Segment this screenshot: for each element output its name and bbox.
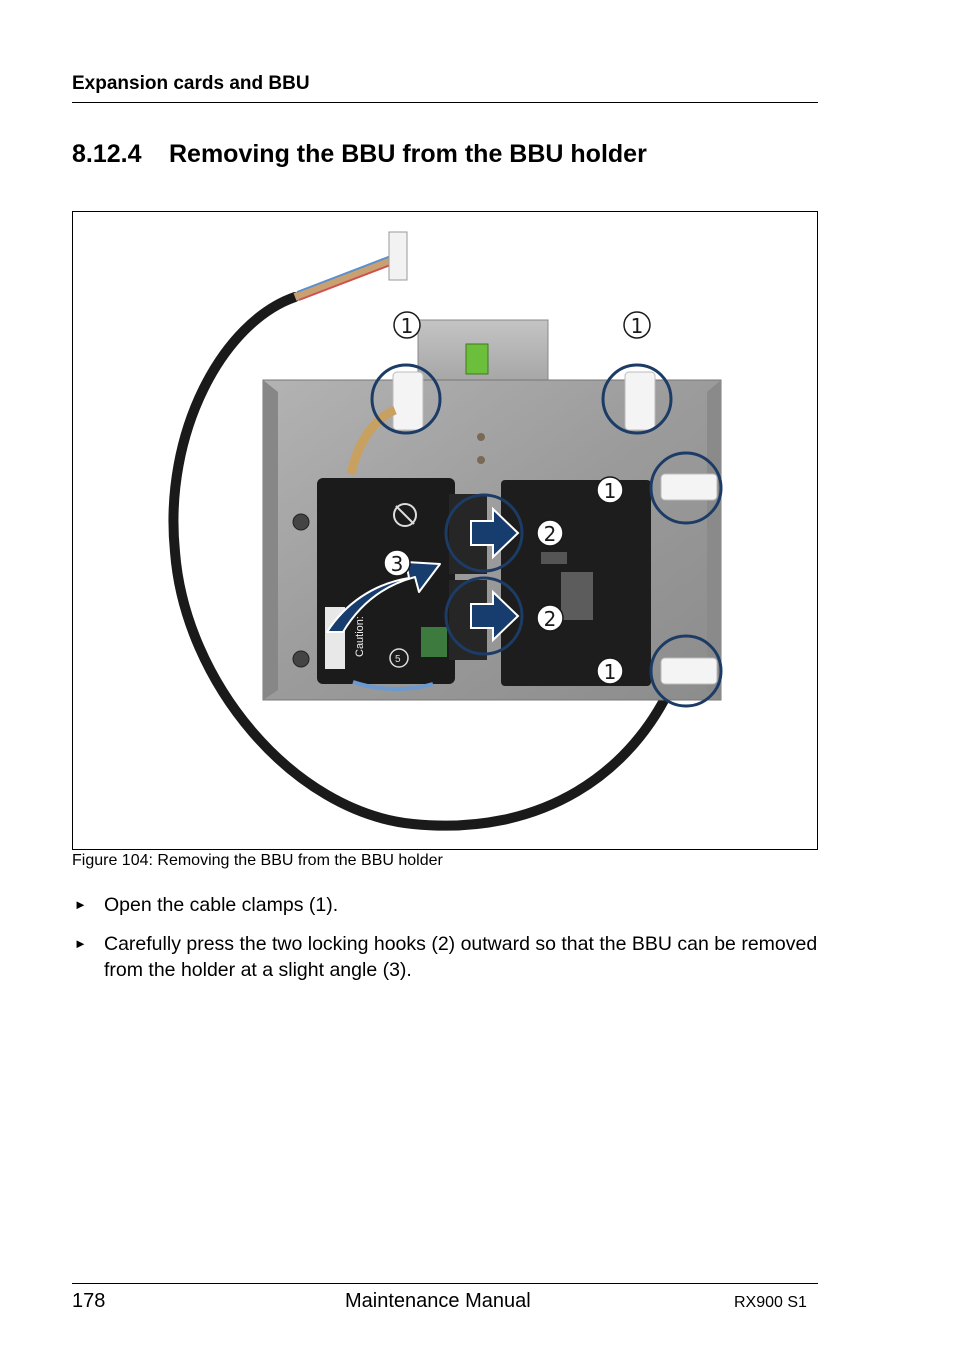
screw [477, 456, 485, 464]
callout-badge [596, 476, 624, 504]
model-name: RX900 S1 [734, 1294, 807, 1311]
bullet-triangle-icon: ► [74, 897, 87, 912]
section-title: Removing the BBU from the BBU holder [169, 140, 647, 168]
battery-caution-label: Caution: [354, 616, 366, 657]
callout-label: 2 [544, 607, 557, 631]
screw [292, 513, 310, 531]
callout-badge [596, 657, 624, 685]
cable-clamp [660, 473, 718, 501]
battery-flag-label: 5 [395, 654, 401, 665]
screw [477, 433, 485, 441]
callout-label: 1 [401, 314, 414, 338]
figure-caption: Figure 104: Removing the BBU from the BB… [72, 852, 443, 869]
lift-arrow-icon [326, 561, 441, 633]
cable-clamp [392, 371, 424, 431]
page-number: 178 [72, 1290, 106, 1312]
callout-label: 1 [631, 314, 644, 338]
callout-ring [444, 576, 524, 656]
screw [292, 650, 310, 668]
cable-clamp [660, 657, 718, 685]
callout-badge [393, 311, 421, 339]
header-rule [72, 102, 818, 103]
bbu-holder-illustration: Caution: 5 1 1 [168, 231, 723, 831]
callout-ring [601, 363, 673, 435]
bullet-triangle-icon: ► [74, 936, 87, 951]
push-arrow-icon [470, 589, 520, 643]
callout-label: 2 [544, 522, 557, 546]
step-text: Open the cable clamps (1). [104, 894, 339, 916]
bbu-battery: Caution: 5 [317, 478, 455, 684]
footer-rule [72, 1283, 818, 1284]
callout-badge [623, 311, 651, 339]
callout-badge [536, 604, 564, 632]
section-heading: 8.12.4 Removing the BBU from the BBU hold… [72, 140, 647, 169]
callout-badge [383, 549, 411, 577]
callout-ring [649, 451, 723, 525]
circuit-board [421, 627, 447, 657]
cable-wires [293, 256, 393, 301]
callout-label: 1 [604, 660, 617, 684]
step-item: ► Carefully press the two locking hooks … [72, 931, 818, 983]
step-item: ► Open the cable clamps (1). [72, 892, 818, 918]
callout-ring [444, 493, 524, 573]
instruction-steps: ► Open the cable clamps (1). ► Carefully… [72, 892, 818, 996]
callout-ring [649, 634, 723, 708]
push-arrow-icon [470, 506, 520, 560]
callout-label: 1 [604, 479, 617, 503]
callout-badge [536, 519, 564, 547]
callout-ring [370, 363, 442, 435]
cable-clamp [624, 371, 656, 431]
step-text: Carefully press the two locking hooks (2… [104, 933, 818, 981]
section-number: 8.12.4 [72, 140, 142, 168]
manual-title: Maintenance Manual [345, 1290, 531, 1312]
figure-frame: Caution: 5 1 1 [72, 211, 818, 850]
recycle-symbol [393, 503, 417, 527]
callout-label: 3 [391, 552, 404, 576]
running-head: Expansion cards and BBU [72, 73, 310, 94]
battery-wires [346, 405, 397, 476]
cable-connector [388, 231, 408, 281]
